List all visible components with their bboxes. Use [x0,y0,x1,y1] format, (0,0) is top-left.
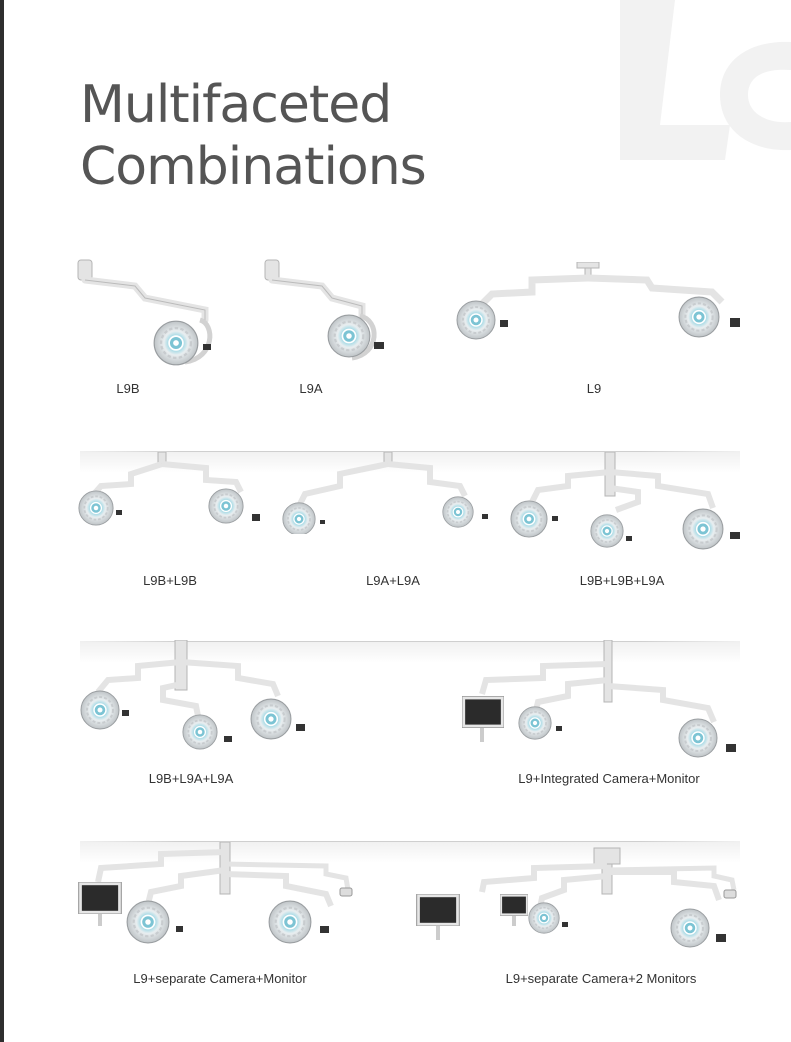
label-l9b: L9B [116,381,140,396]
label-l9a-l9a: L9A+L9A [366,573,420,588]
label-l9: L9 [586,381,602,396]
label-l9-integrated-camera-monitor: L9+Integrated Camera+Monitor [518,771,700,786]
illustration-l9b [77,259,213,366]
section-divider [80,841,740,842]
page-title-line-1: Multifaceted [80,75,392,135]
illustration-l9b-l9b-l9a [510,452,740,550]
illustration-l9a-l9a [282,452,488,534]
illustration-l9a [264,259,384,361]
label-l9b-l9b: L9B+L9B [143,573,197,588]
section-divider-shadow [80,451,740,473]
illustration-l9b-l9b [78,452,260,526]
illustration-l9-separate-camera-monitor [78,842,353,944]
label-l9b-l9a-l9a: L9B+L9A+L9A [148,771,234,786]
section-divider-shadow [80,641,740,663]
section-divider [80,451,740,452]
illustration-l9-integrated-camera-monitor [462,640,736,758]
label-l9-separate-camera-monitor: L9+separate Camera+Monitor [133,971,307,986]
section-divider [80,641,740,642]
left-edge-bar [0,0,4,1042]
illustration-l9-separate-camera-2-monitors [416,847,737,948]
illustration-l9b-l9a-l9a [80,640,305,750]
label-l9a: L9A [299,381,323,396]
section-divider-shadow [80,841,740,863]
label-l9-separate-camera-2-monitors: L9+separate Camera+2 Monitors [505,971,697,986]
page-title-line-2: Combinations [80,137,427,197]
label-l9b-l9b-l9a: L9B+L9B+L9A [579,573,665,588]
watermark-logo [620,0,791,160]
illustration-l9 [456,262,740,340]
page-title: Multifaceted Combinations [80,74,427,198]
